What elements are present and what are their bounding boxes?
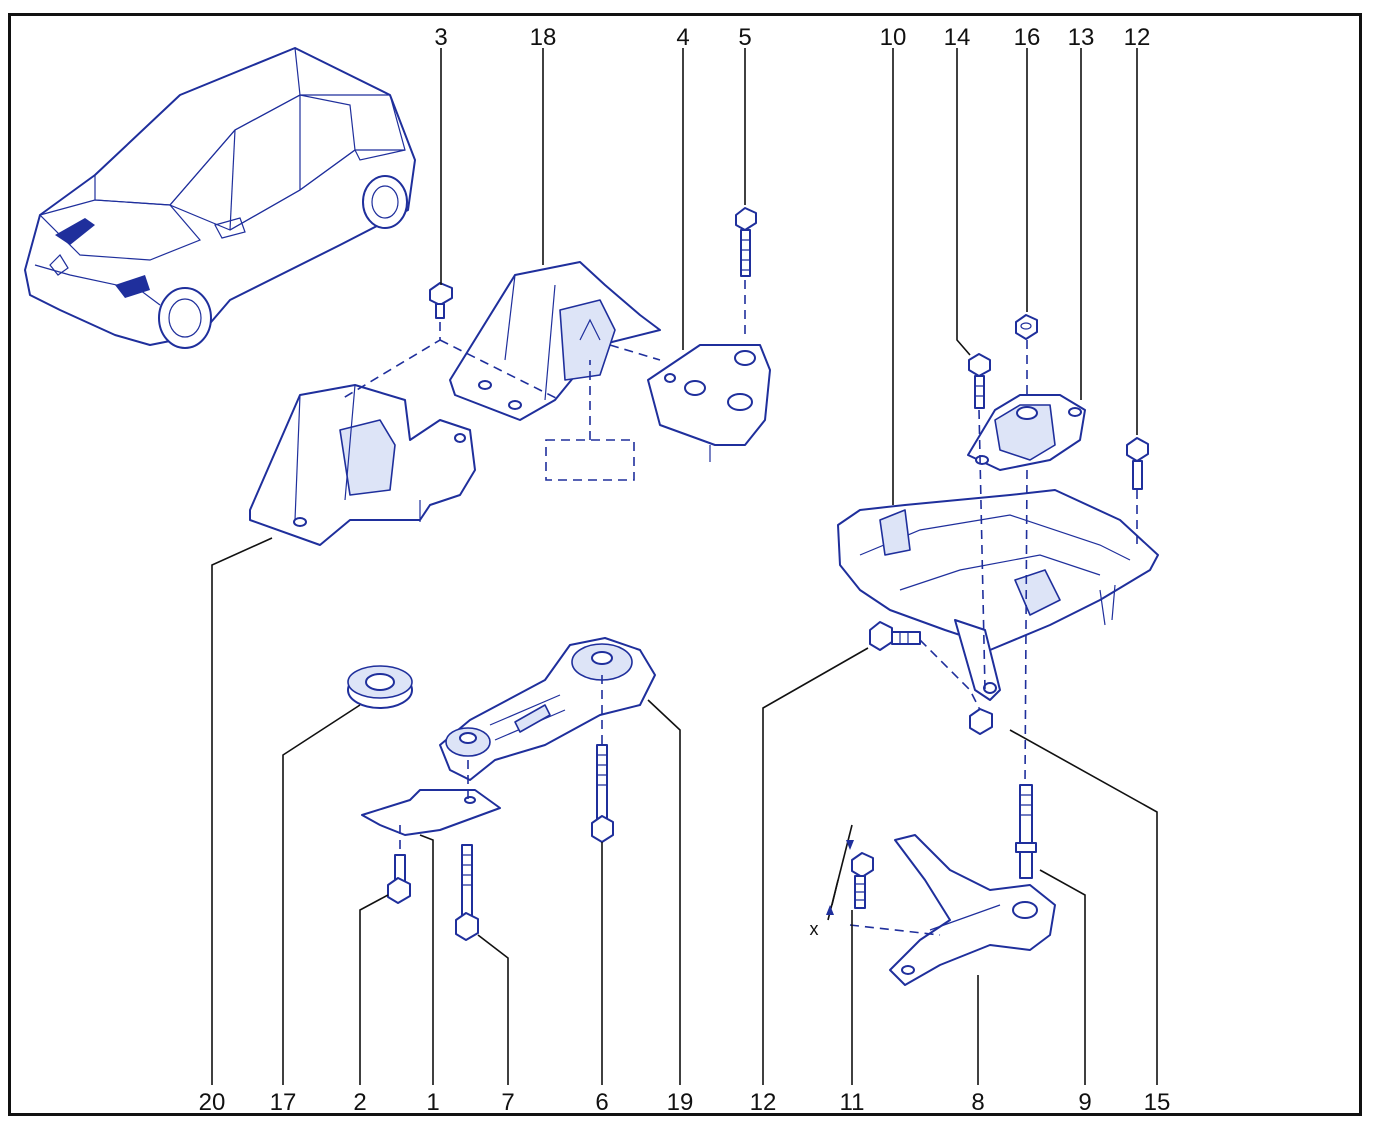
label-11: 11 bbox=[840, 1089, 865, 1116]
part-11-bolt bbox=[826, 824, 874, 921]
part-16-nut bbox=[1015, 314, 1038, 340]
leader-lines bbox=[211, 48, 1158, 1085]
part-4-bracket bbox=[647, 344, 771, 462]
top-labels: 3 18 4 5 10 14 16 13 12 bbox=[434, 24, 1150, 51]
label-16: 16 bbox=[1014, 24, 1041, 51]
part-6-bolt bbox=[591, 744, 614, 843]
label-9: 9 bbox=[1078, 1089, 1091, 1116]
part-17-washer bbox=[347, 665, 413, 709]
part-18-upper-mount bbox=[449, 261, 661, 481]
part-7-bolt bbox=[455, 844, 479, 941]
part-5-bolt bbox=[735, 207, 757, 277]
part-3-bolt bbox=[429, 282, 453, 319]
part-10-support-bracket bbox=[837, 489, 1159, 701]
part-12-bolt-lower bbox=[869, 621, 921, 651]
part-12-bolt-upper bbox=[1126, 437, 1149, 490]
label-4: 4 bbox=[676, 24, 689, 51]
part-20-left-engine-mount bbox=[249, 384, 476, 546]
part-14-bolt bbox=[968, 353, 991, 409]
label-6: 6 bbox=[595, 1089, 608, 1116]
label-2: 2 bbox=[353, 1089, 366, 1116]
label-3: 3 bbox=[434, 24, 447, 51]
dimension-x-label: x bbox=[810, 919, 819, 939]
label-1: 1 bbox=[426, 1089, 439, 1116]
assembly-lines bbox=[339, 280, 1138, 936]
label-19: 19 bbox=[667, 1089, 694, 1116]
label-15: 15 bbox=[1144, 1089, 1171, 1116]
part-15-nut bbox=[969, 708, 993, 735]
part-8-torque-arm bbox=[889, 834, 1056, 986]
part-1-plate bbox=[361, 789, 501, 836]
label-18: 18 bbox=[530, 24, 557, 51]
label-20: 20 bbox=[199, 1089, 226, 1116]
label-10: 10 bbox=[880, 24, 907, 51]
part-2-bolt bbox=[387, 854, 411, 904]
label-7: 7 bbox=[501, 1089, 514, 1116]
label-8: 8 bbox=[971, 1089, 984, 1116]
label-12-bottom: 12 bbox=[750, 1089, 777, 1116]
part-19-torque-rod bbox=[439, 637, 656, 781]
label-17: 17 bbox=[270, 1089, 297, 1116]
label-13: 13 bbox=[1068, 24, 1095, 51]
part-13-gearbox-mount bbox=[967, 394, 1086, 471]
label-5: 5 bbox=[738, 24, 751, 51]
bottom-labels: 20 17 2 1 7 6 19 12 11 8 9 15 bbox=[199, 1089, 1171, 1116]
label-12-top: 12 bbox=[1124, 24, 1151, 51]
part-9-stud bbox=[1015, 784, 1037, 879]
label-14: 14 bbox=[944, 24, 971, 51]
car-illustration bbox=[24, 47, 416, 349]
